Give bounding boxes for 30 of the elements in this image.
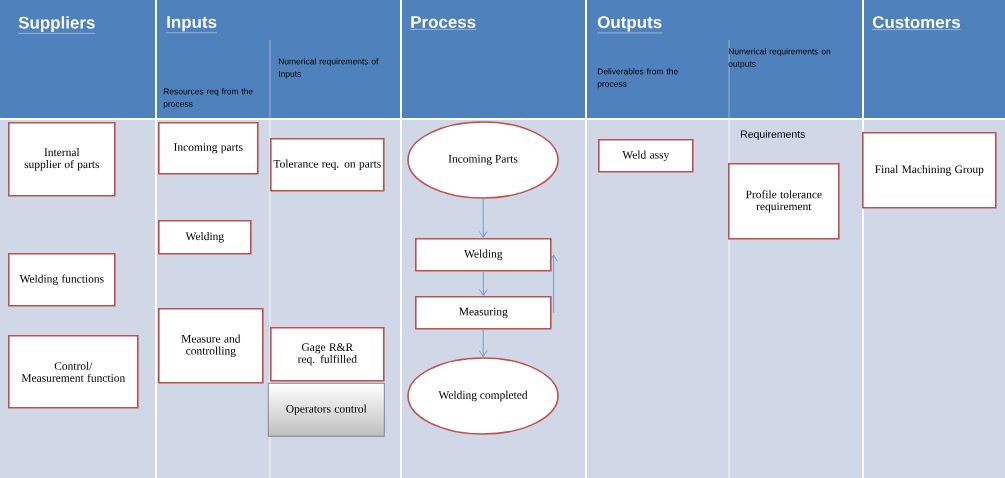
oval-node: Incoming Parts: [407, 121, 559, 199]
process-box: Measure and controlling: [158, 308, 264, 384]
column-subheading: Numerical requirements on outputs: [728, 48, 831, 69]
process-box: Incoming parts: [158, 122, 259, 175]
process-box: Welding functions: [8, 253, 116, 307]
arrow: [478, 329, 488, 357]
column-subheading: Numerical requirements of Inputs: [278, 58, 379, 79]
arrow: [478, 198, 488, 238]
process-box: Final Machining Group: [862, 132, 997, 209]
process-box: Welding: [415, 238, 552, 272]
process-box: Gage R&R req. fulfilled: [270, 327, 385, 382]
oval-node: Welding completed: [407, 357, 559, 435]
column-subheading: Resources req from the process: [163, 88, 253, 109]
process-box: Profile tolerance requirement: [728, 163, 840, 240]
column-title: Process: [410, 16, 477, 30]
process-box: Measuring: [415, 296, 552, 330]
column-title: Customers: [872, 16, 961, 30]
shaded-box: Operators control: [268, 383, 385, 437]
process-box: Welding: [158, 220, 252, 255]
process-box: Tolerance req. on parts: [270, 138, 385, 192]
column-note: Requirements: [741, 130, 805, 140]
column-title: Suppliers: [18, 16, 96, 34]
arrow: [549, 255, 558, 314]
process-box: Control/ Measurement function: [8, 335, 139, 409]
column-title: Outputs: [597, 16, 663, 34]
column-subheading: Deliverables from the process: [597, 68, 678, 89]
process-box: Internal supplier of parts: [8, 122, 116, 197]
column-title: Inputs: [166, 16, 218, 33]
arrow: [478, 271, 488, 296]
process-box: Weld assy: [598, 139, 694, 173]
